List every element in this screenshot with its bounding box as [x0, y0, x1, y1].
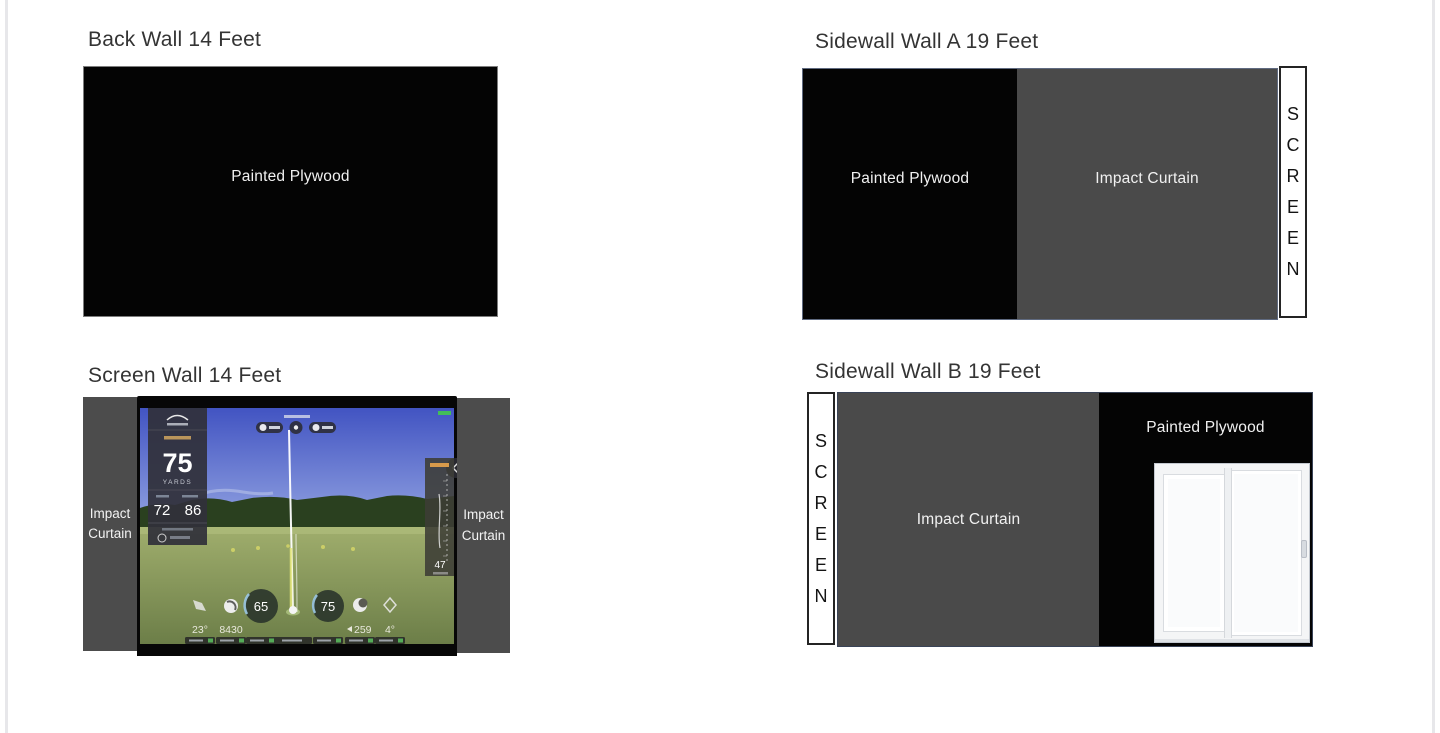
sidewall-a-title: Sidewall Wall A 19 Feet	[815, 30, 1039, 53]
skytrak-logo-icon	[166, 414, 189, 421]
screen-letter: S	[814, 430, 827, 451]
sim-range-targets	[231, 544, 355, 552]
screen-letter: C	[1286, 135, 1300, 155]
sim-right-hud: 47	[425, 458, 454, 576]
left-curtain-label: Impact Curtain	[88, 505, 132, 541]
sim-total-distance: 75	[162, 448, 192, 478]
screen-letter: E	[814, 523, 827, 544]
sidewall-a-diagram: Painted Plywood Impact Curtain	[802, 68, 1278, 320]
screen-letter: S	[1286, 104, 1299, 124]
screen-frame-bottom	[137, 644, 457, 656]
sidewall-b-plywood-section: Painted Plywood	[1099, 393, 1312, 646]
sim-distance-unit: YARDS	[163, 479, 192, 486]
sim-side-angle: 4°	[385, 624, 395, 636]
sim-top-toolbar	[256, 415, 336, 434]
window-handle	[1301, 540, 1307, 558]
window-pane-right	[1230, 470, 1302, 636]
screen-letter: E	[814, 554, 827, 575]
back-wall-title: Back Wall 14 Feet	[88, 28, 262, 51]
sliding-door-window	[1154, 463, 1310, 643]
sidewall-b-screen-strip: S C R E E N	[807, 392, 835, 645]
window-divider	[1224, 468, 1232, 638]
sim-stat-label-bars	[185, 637, 405, 644]
screen-letter: N	[814, 585, 828, 606]
ball-icon	[293, 425, 299, 430]
sidewall-b-curtain-label: Impact Curtain	[916, 510, 1021, 528]
sim-treeline	[140, 495, 454, 530]
sidewall-a-curtain-section: Impact Curtain	[1017, 69, 1277, 319]
diamond-icon	[383, 596, 397, 614]
golf-simulator-screen-photo: 75 YARDS 72 86	[137, 396, 457, 656]
screen-letter: E	[1286, 228, 1299, 248]
back-wall-diagram: Painted Plywood	[83, 66, 498, 317]
screen-wall-right-curtain: Impact Curtain	[457, 398, 510, 653]
golf-ball-icon	[289, 606, 297, 614]
sim-stat-a: 72	[154, 502, 171, 519]
right-curtain-label: Impact Curtain	[461, 507, 506, 543]
sidewall-a-plywood-label: Painted Plywood	[850, 170, 970, 187]
sim-spin-value: 8430	[219, 624, 243, 636]
sim-right-hud-value: 47	[434, 560, 446, 571]
sim-cloud	[194, 488, 274, 498]
sidewall-a-curtain-label: Impact Curtain	[1095, 170, 1199, 187]
sidewall-b-curtain-section: Impact Curtain	[838, 393, 1099, 646]
screen-wall-left-curtain: Impact Curtain	[83, 397, 137, 651]
sim-bottom-stats: 23° 8430 65 75 259 4°	[185, 589, 405, 644]
sim-fairway-light-band	[140, 527, 454, 534]
screen-letter: R	[1286, 166, 1300, 186]
sidewall-b-plywood-label: Painted Plywood	[1146, 419, 1265, 436]
arrow-left-icon	[347, 626, 352, 632]
shot-tracer-secondary	[295, 533, 298, 613]
sidewall-b-title: Sidewall Wall B 19 Feet	[815, 360, 1041, 383]
sidewall-b-diagram: Impact Curtain Painted Plywood	[837, 392, 1313, 647]
screen-letter: C	[814, 461, 828, 482]
club-path-curve	[438, 493, 441, 549]
sidewall-a-plywood-section: Painted Plywood	[803, 69, 1017, 319]
screen-letter: R	[814, 492, 828, 513]
page-edge-right	[1432, 0, 1435, 733]
sim-speed-value: 259	[354, 624, 372, 636]
back-wall-plywood-label: Painted Plywood	[231, 167, 350, 185]
shot-tracer-main	[288, 429, 294, 613]
club-icon	[193, 600, 206, 611]
screen-letter: N	[1286, 259, 1300, 279]
window-pane-left	[1163, 474, 1225, 632]
sidewall-a-screen-strip: S C R E E N	[1279, 66, 1307, 318]
right-dial	[312, 590, 344, 622]
sim-left-dial-value: 65	[254, 599, 268, 614]
screen-wall-title: Screen Wall 14 Feet	[88, 364, 282, 387]
sim-status-indicator	[438, 411, 451, 415]
sim-right-dial-value: 75	[321, 599, 335, 614]
sim-stat-b: 86	[185, 502, 202, 519]
sim-left-hud: 75 YARDS 72 86	[148, 408, 207, 545]
sim-launch-angle: 23°	[192, 624, 208, 636]
sim-hud-icon	[157, 533, 167, 543]
left-dial	[244, 589, 278, 623]
screen-letter: E	[1286, 197, 1299, 217]
page-edge-left	[5, 0, 8, 733]
